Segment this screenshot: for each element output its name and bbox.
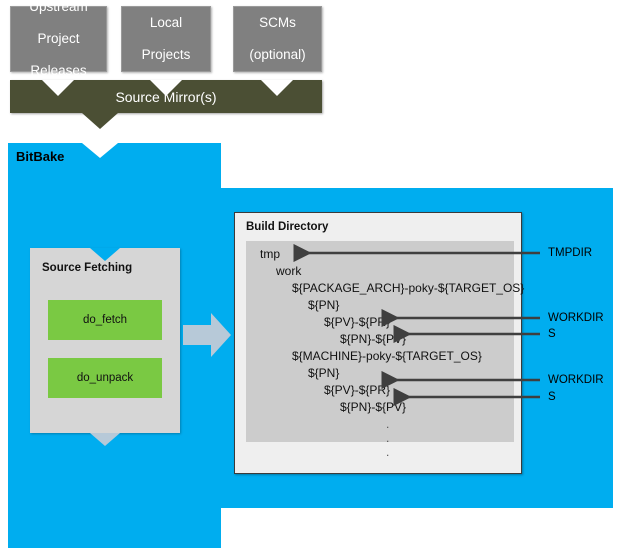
tree-ellipsis-dot: .	[386, 417, 390, 431]
callout-label-tmpdir: TMPDIR	[548, 247, 593, 259]
task-do-unpack-label: do_unpack	[76, 372, 134, 384]
source-fetching-title: Source Fetching	[42, 262, 133, 274]
tree-item-pv-pr-1: ${PV}-${PR}	[324, 315, 391, 329]
tree-item-pn-2: ${PN}	[308, 366, 340, 380]
build-directory-title: Build Directory	[246, 221, 329, 233]
task-do-unpack[interactable]: do_unpack	[48, 358, 162, 398]
tree-item-tmp: tmp	[260, 247, 281, 261]
source-box-line: SCMs	[259, 15, 296, 30]
source-box-line: Releases	[30, 63, 87, 78]
mirror-to-bitbake-arrow-icon	[82, 113, 118, 129]
fetch-to-build-arrow-icon	[183, 313, 231, 357]
tree-item-package-arch: ${PACKAGE_ARCH}-poky-${TARGET_OS}	[292, 281, 525, 295]
callout-label-workdir-1: WORKDIR	[548, 312, 604, 324]
source-fetching-panel: Source Fetching do_fetch do_unpack	[30, 248, 180, 433]
bitbake-label: BitBake	[16, 149, 65, 164]
bitbake-inlet-notch-icon	[82, 143, 118, 158]
flow-notch-upstream-icon	[42, 80, 74, 96]
source-box-line: Project	[37, 31, 80, 46]
callout-label-workdir-2: WORKDIR	[548, 374, 604, 386]
tree-item-pv-pr-2: ${PV}-${PR}	[324, 383, 391, 397]
source-box-upstream-project-releases: Upstream Project Releases	[10, 0, 107, 78]
tree-ellipsis-dot: .	[386, 445, 390, 459]
source-mirror-label: Source Mirror(s)	[115, 88, 217, 105]
task-do-fetch-label: do_fetch	[82, 314, 128, 326]
tree-item-work: work	[276, 264, 302, 278]
source-box-line: Projects	[141, 47, 191, 62]
tree-ellipsis-dot: .	[386, 431, 390, 445]
callout-label-s-1: S	[548, 328, 556, 340]
source-box-line: Local	[149, 15, 183, 30]
tree-item-pn-1: ${PN}	[308, 298, 340, 312]
flow-notch-scms-icon	[261, 80, 293, 96]
source-fetching-outlet-notch-icon	[90, 433, 120, 446]
source-box-line: (optional)	[249, 47, 306, 62]
build-directory-panel: Build Directory tmp work ${PACKAGE_ARCH}…	[234, 212, 524, 474]
tree-item-pn-pv-2: ${PN}-${PV}	[340, 400, 407, 414]
tree-item-machine: ${MACHINE}-poky-${TARGET_OS}	[292, 349, 482, 363]
source-box-local-projects: Local Projects	[121, 6, 211, 72]
bitbake-region-bottom	[8, 507, 221, 548]
source-fetching-inlet-notch-icon	[90, 248, 120, 261]
tree-item-pn-pv-1: ${PN}-${PV}	[340, 332, 407, 346]
flow-notch-local-icon	[150, 80, 182, 96]
callout-label-s-2: S	[548, 391, 556, 403]
task-do-fetch[interactable]: do_fetch	[48, 300, 162, 340]
source-box-line: Upstream	[29, 0, 88, 14]
build-directory-tree: tmp work ${PACKAGE_ARCH}-poky-${TARGET_O…	[246, 241, 524, 459]
source-box-scms-optional: SCMs (optional)	[233, 6, 322, 72]
